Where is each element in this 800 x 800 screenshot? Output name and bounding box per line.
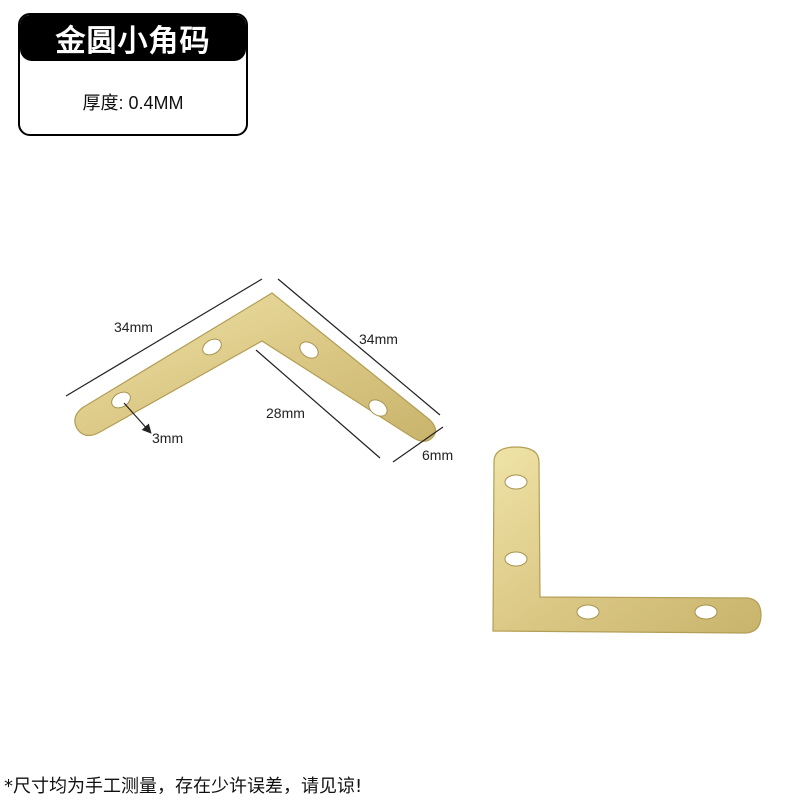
corner-bracket-angled [74, 292, 437, 442]
dim-outer-right: 34mm [359, 331, 398, 347]
screw-hole [576, 604, 600, 620]
screw-hole [111, 391, 131, 409]
dim-outer-left: 34mm [114, 319, 153, 335]
dimension-lines [65, 278, 444, 463]
screw-hole [504, 551, 528, 567]
dim-hole: 3mm [152, 430, 183, 446]
dim-width: 6mm [422, 447, 453, 463]
product-label-card: 金圆小角码 厚度: 0.4MM [18, 13, 248, 136]
measurement-disclaimer: *尺寸均为手工测量，存在少许误差，请见谅! [4, 776, 363, 797]
corner-bracket-upright [492, 446, 762, 634]
screw-hole [202, 338, 222, 356]
screw-hole [694, 604, 718, 620]
screw-hole [368, 399, 388, 417]
dim-inner: 28mm [266, 405, 305, 421]
product-title: 金圆小角码 [20, 15, 246, 61]
screw-hole [299, 341, 319, 359]
thickness-spec: 厚度: 0.4MM [82, 93, 184, 113]
screw-hole [504, 474, 528, 490]
